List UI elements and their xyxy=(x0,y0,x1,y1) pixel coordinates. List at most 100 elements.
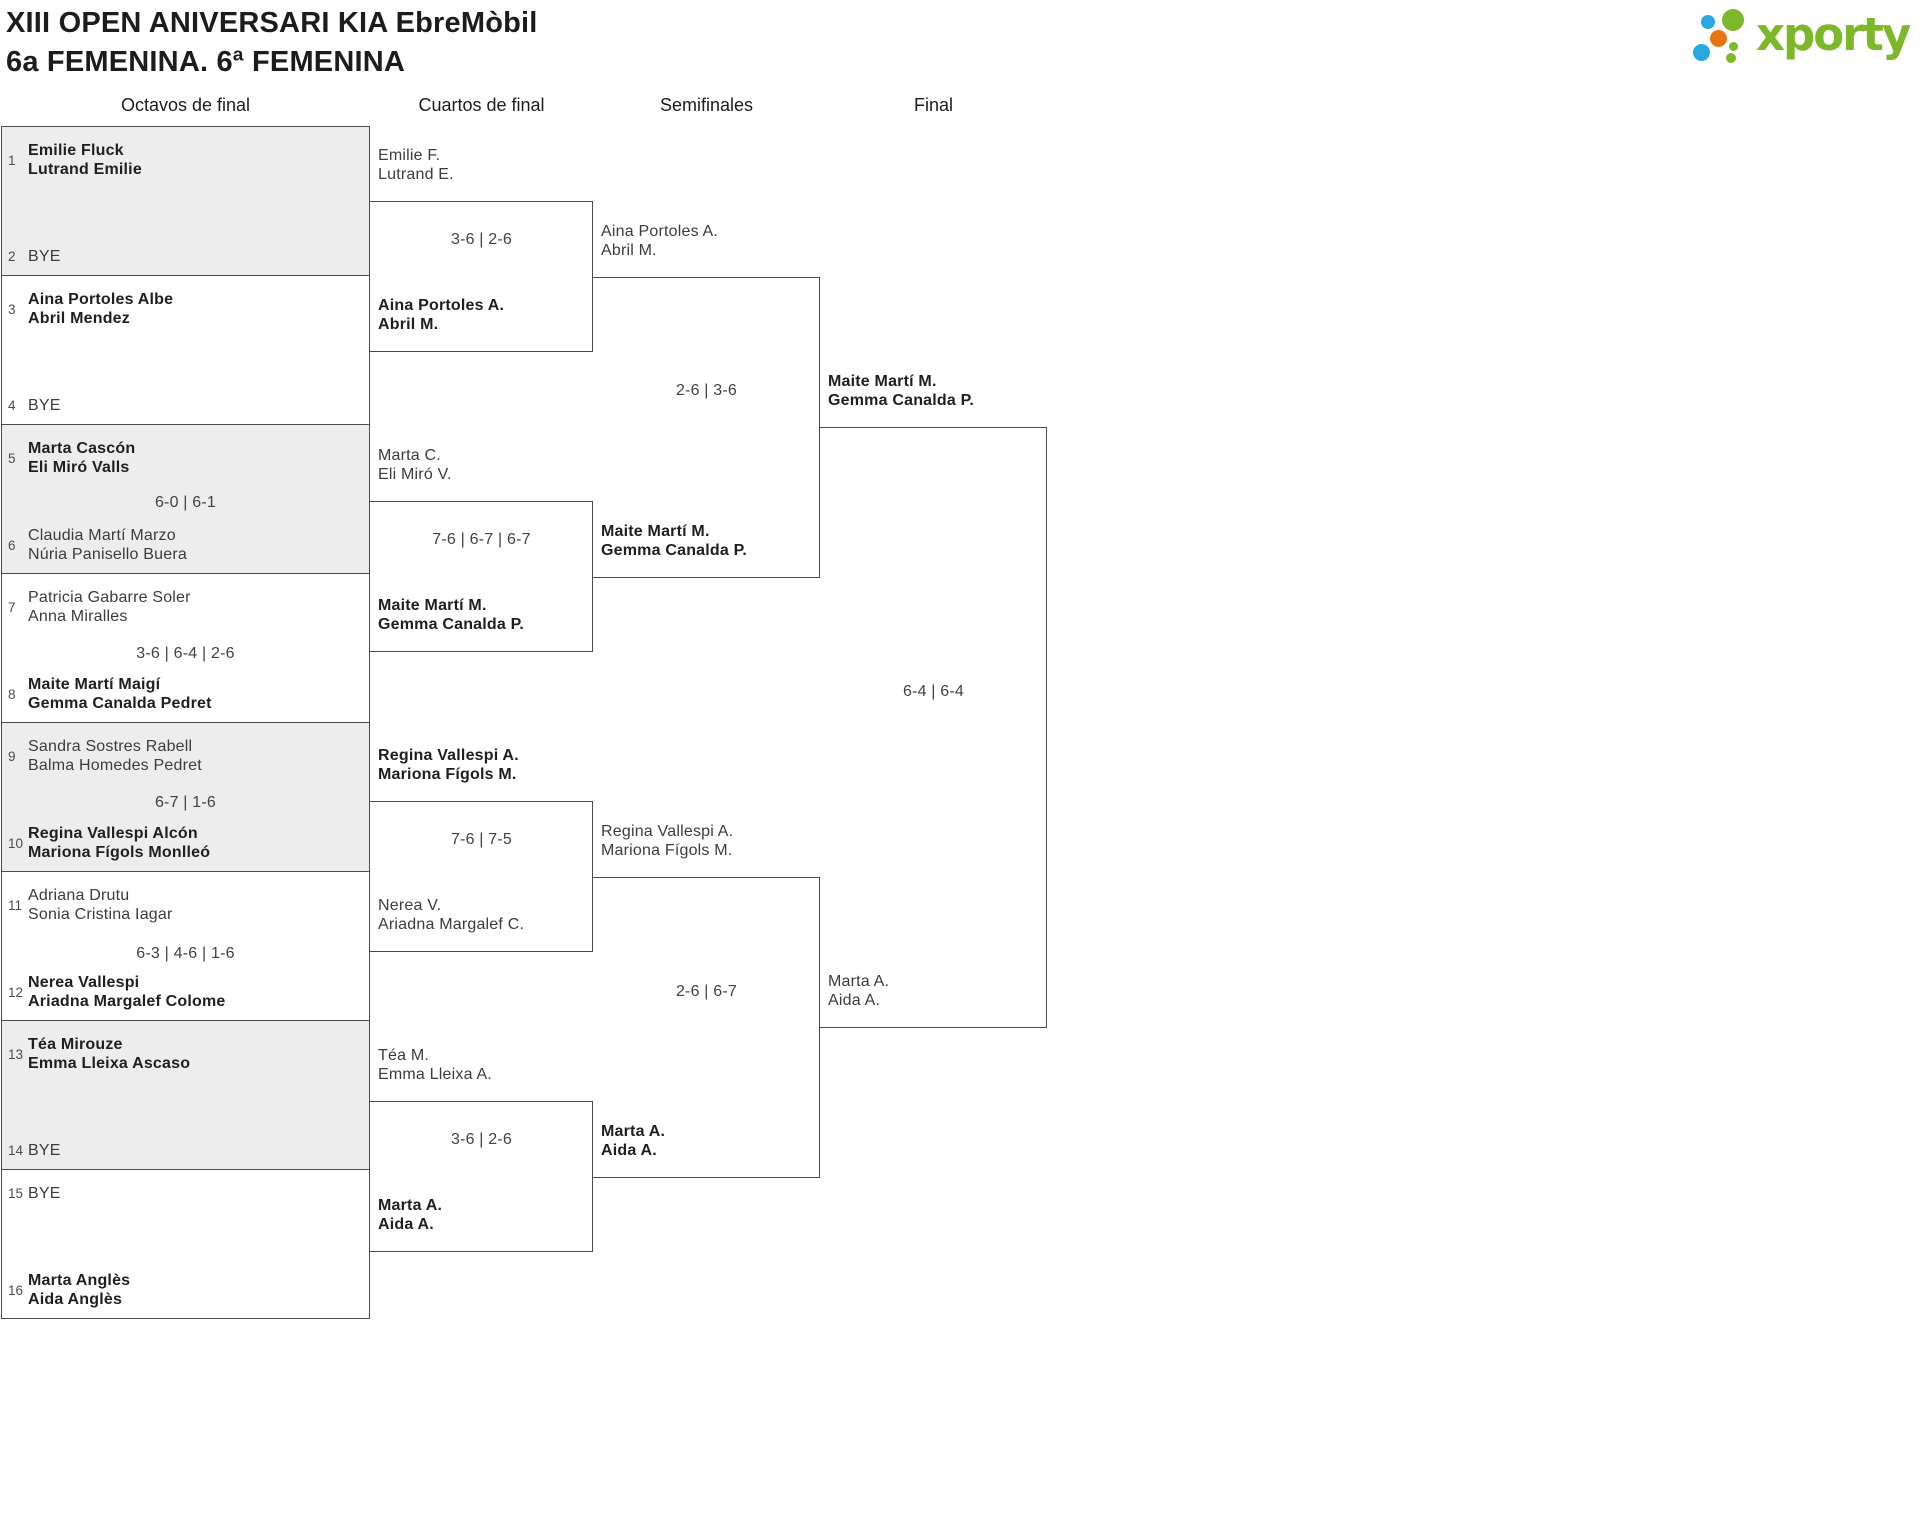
player-1: Maite Martí M. xyxy=(378,597,487,614)
player-1: Adriana Drutu xyxy=(28,887,130,904)
player-1: Maite Martí M. xyxy=(601,523,710,540)
player-2: Lutrand E. xyxy=(378,166,454,183)
player-1: Nerea V. xyxy=(378,897,442,914)
match-score: 7-6 | 6-7 | 6-7 xyxy=(432,531,531,548)
match-box-cuartos-1[interactable] xyxy=(370,201,593,352)
player-1: Aina Portoles Albe xyxy=(28,291,174,308)
team-entry: Marta Cascón Eli Miró Valls xyxy=(28,439,135,477)
team-entry: Regina Vallespi A. Mariona Fígols M. xyxy=(601,822,733,860)
tournament-title: XIII OPEN ANIVERSARI KIA EbreMòbil xyxy=(6,7,538,39)
player-1: Marta A. xyxy=(378,1197,443,1214)
player-2: Aida Anglès xyxy=(28,1291,123,1308)
player-1: Nerea Vallespi xyxy=(28,974,140,991)
player-1: Regina Vallespi Alcón xyxy=(28,825,198,842)
match-box-octavos-5[interactable]: 9 Sandra Sostres Rabell Balma Homedes Pe… xyxy=(1,722,370,872)
match-score: 2-6 | 6-7 xyxy=(675,983,738,1000)
team-entry: Nerea V. Ariadna Margalef C. xyxy=(378,896,524,934)
logo-dot-icon xyxy=(1701,15,1715,29)
logo-dot-icon xyxy=(1726,53,1736,63)
team-entry: Maite Martí M. Gemma Canalda P. xyxy=(378,596,524,634)
match-box-octavos-6[interactable]: 11 Adriana Drutu Sonia Cristina Iagar 12… xyxy=(1,871,370,1021)
team-entry: BYE xyxy=(28,1184,61,1203)
seed-number: 11 xyxy=(8,897,23,913)
match-box-octavos-2[interactable]: 3 Aina Portoles Albe Abril Mendez 4 BYE xyxy=(1,275,370,425)
player-1: Marta C. xyxy=(378,447,441,464)
seed-number: 5 xyxy=(8,450,16,466)
player-1: Marta Cascón xyxy=(28,440,136,457)
player-1: Téa M. xyxy=(378,1047,429,1064)
player-1: Marta A. xyxy=(828,973,890,990)
logo-dot-icon xyxy=(1693,44,1710,61)
match-score: 3-6 | 2-6 xyxy=(450,1131,513,1148)
team-slot-16: 16 Marta Anglès Aida Anglès xyxy=(2,1271,369,1309)
team-slot-14: 14 BYE xyxy=(2,1141,369,1160)
match-box-octavos-4[interactable]: 7 Patricia Gabarre Soler Anna Miralles 8… xyxy=(1,573,370,723)
team-slot-2: 2 BYE xyxy=(2,247,369,266)
seed-number: 9 xyxy=(8,748,16,764)
team-entry: Patricia Gabarre Soler Anna Miralles xyxy=(28,588,191,626)
match-box-semifinal-1[interactable] xyxy=(593,277,820,578)
team-slot-12: 12 Nerea Vallespi Ariadna Margalef Colom… xyxy=(2,973,369,1011)
team-slot-7: 7 Patricia Gabarre Soler Anna Miralles xyxy=(2,588,369,626)
match-box-final[interactable] xyxy=(820,427,1047,1028)
match-box-octavos-8[interactable]: 15 BYE 16 Marta Anglès Aida Anglès xyxy=(1,1169,370,1319)
player-1: Marta A. xyxy=(601,1123,666,1140)
seed-number: 7 xyxy=(8,599,16,615)
player-2: Abril M. xyxy=(378,316,439,333)
player-2: Núria Panisello Buera xyxy=(28,546,187,563)
seed-number: 12 xyxy=(8,984,24,1000)
seed-number: 10 xyxy=(8,835,24,851)
seed-number: 1 xyxy=(8,152,16,168)
player-1: BYE xyxy=(28,397,61,414)
team-slot-8: 8 Maite Martí Maigí Gemma Canalda Pedret xyxy=(2,675,369,713)
team-slot-15: 15 BYE xyxy=(2,1184,369,1203)
match-box-cuartos-3[interactable] xyxy=(370,801,593,952)
player-2: Mariona Fígols M. xyxy=(378,766,517,783)
page-title: XIII OPEN ANIVERSARI KIA EbreMòbil 6a FE… xyxy=(6,4,538,82)
match-box-cuartos-2[interactable] xyxy=(370,501,593,652)
player-2: Anna Miralles xyxy=(28,608,128,625)
team-entry: Marta A. Aida A. xyxy=(601,1122,665,1160)
player-2: Gemma Canalda P. xyxy=(378,616,525,633)
seed-number: 14 xyxy=(8,1143,24,1158)
team-slot-11: 11 Adriana Drutu Sonia Cristina Iagar xyxy=(2,886,369,924)
match-score: 3-6 | 2-6 xyxy=(450,231,513,248)
match-score: 3-6 | 6-4 | 2-6 xyxy=(136,645,235,662)
team-entry: Marta Anglès Aida Anglès xyxy=(28,1271,130,1309)
team-entry: Sandra Sostres Rabell Balma Homedes Pedr… xyxy=(28,737,202,775)
logo-dot-icon xyxy=(1722,9,1744,31)
team-entry: Téa M. Emma Lleixa A. xyxy=(378,1046,492,1084)
match-box-octavos-7[interactable]: 13 Téa Mirouze Emma Lleixa Ascaso 14 BYE xyxy=(1,1020,370,1170)
seed-number: 15 xyxy=(8,1186,24,1201)
player-2: Ariadna Margalef C. xyxy=(378,916,525,933)
match-box-octavos-1[interactable]: 1 Emilie Fluck Lutrand Emilie 2 BYE xyxy=(1,126,370,276)
player-1: BYE xyxy=(28,1185,61,1202)
match-box-octavos-3[interactable]: 5 Marta Cascón Eli Miró Valls 6 Claudia … xyxy=(1,424,370,574)
player-2: Sonia Cristina Iagar xyxy=(28,906,173,923)
player-2: Mariona Fígols Monlleó xyxy=(28,844,211,861)
team-slot-1: 1 Emilie Fluck Lutrand Emilie xyxy=(2,141,369,179)
match-score: 2-6 | 3-6 xyxy=(675,382,738,399)
player-2: Abril M. xyxy=(601,242,657,259)
player-1: Patricia Gabarre Soler xyxy=(28,589,191,606)
player-2: Emma Lleixa A. xyxy=(378,1066,492,1083)
player-2: Aida A. xyxy=(828,992,881,1009)
player-2: Lutrand Emilie xyxy=(28,161,142,178)
round-header-final: Final xyxy=(913,95,953,115)
seed-number: 3 xyxy=(8,301,16,317)
player-1: Maite Martí Maigí xyxy=(28,676,161,693)
match-box-cuartos-4[interactable] xyxy=(370,1101,593,1252)
logo-dot-icon xyxy=(1710,30,1727,47)
team-entry: Téa Mirouze Emma Lleixa Ascaso xyxy=(28,1035,190,1073)
match-box-semifinal-2[interactable] xyxy=(593,877,820,1178)
octavos-column: 1 Emilie Fluck Lutrand Emilie 2 BYE 3 Ai… xyxy=(1,126,370,1319)
seed-number: 2 xyxy=(8,249,16,264)
team-entry: Marta A. Aida A. xyxy=(378,1196,442,1234)
player-2: Abril Mendez xyxy=(28,310,130,327)
seed-number: 16 xyxy=(8,1282,24,1298)
xporty-logo[interactable]: xporty xyxy=(1688,4,1912,72)
team-entry: Maite Martí M. Gemma Canalda P. xyxy=(828,372,974,410)
category-subtitle: 6a FEMENINA. 6ª FEMENINA xyxy=(6,46,406,78)
team-entry: BYE xyxy=(28,247,61,266)
